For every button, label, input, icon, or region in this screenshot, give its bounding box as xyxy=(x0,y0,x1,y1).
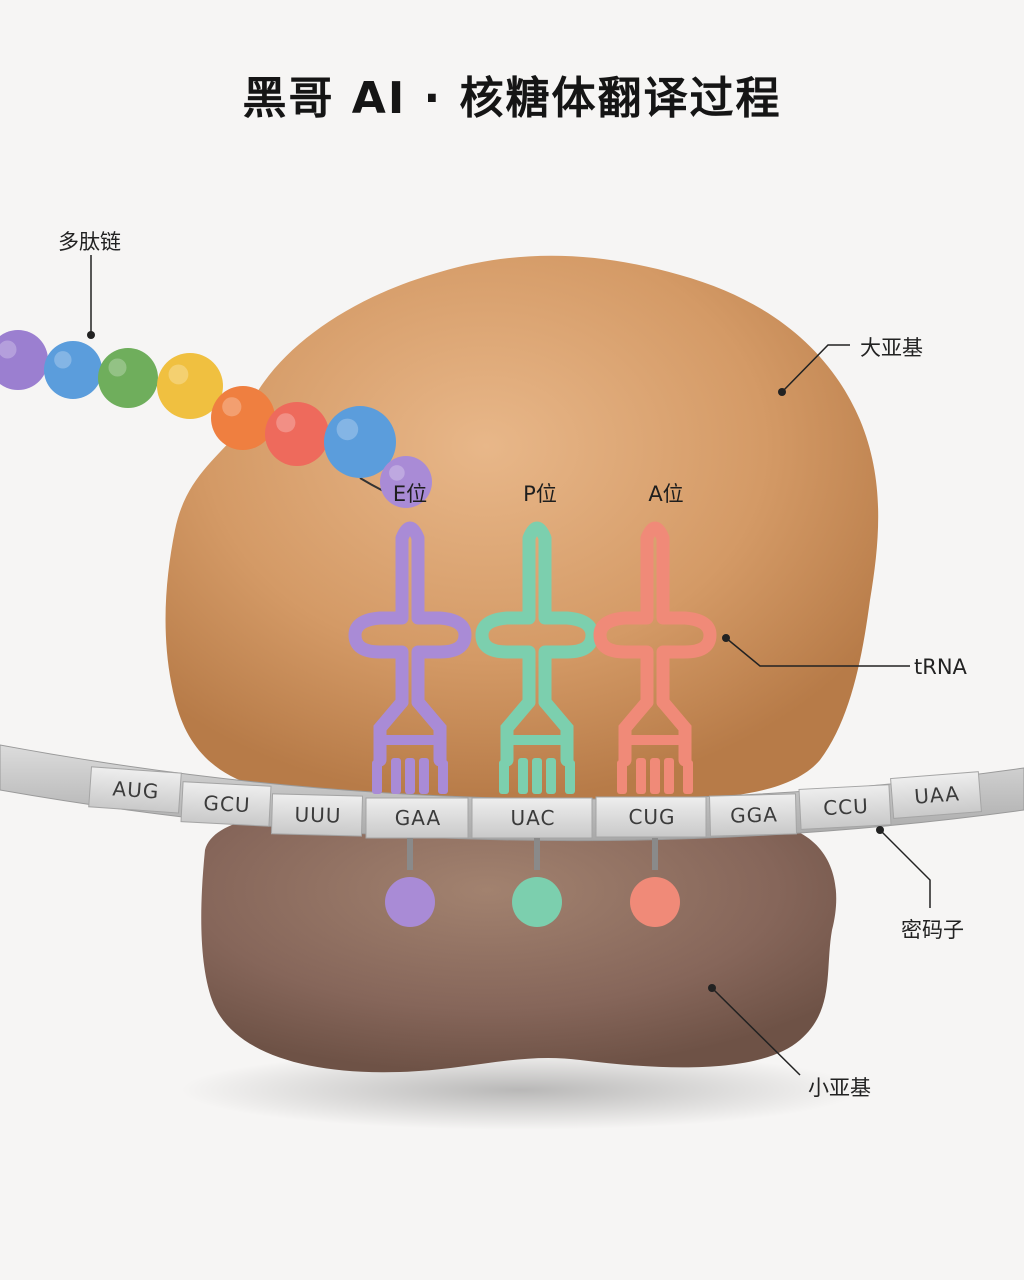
leader-large-subunit xyxy=(781,344,850,393)
amino-acid-bead xyxy=(324,406,396,478)
codon-label: CCU xyxy=(823,794,870,820)
amino-acid-bead xyxy=(157,353,223,419)
codon-label: CUG xyxy=(628,805,675,829)
site-a-label: A位 xyxy=(648,482,684,506)
codon-label: AUG xyxy=(112,776,160,803)
leader-dots xyxy=(87,331,884,992)
label-large-subunit: 大亚基 xyxy=(860,336,923,360)
amino-acid-bead xyxy=(98,348,158,408)
label-small-subunit: 小亚基 xyxy=(808,1076,871,1100)
ground-shadow xyxy=(180,1050,860,1130)
codon-gaa: GAA xyxy=(365,797,469,839)
label-trna: tRNA xyxy=(914,655,967,679)
polypeptide-chain xyxy=(0,330,432,508)
codon-label: GCU xyxy=(203,791,251,817)
trna-p-site xyxy=(475,521,599,927)
codon-row: AUG GCU UUU GAA UAC CUG GGA CCU UAA xyxy=(88,766,982,839)
codon-gcu: GCU xyxy=(180,781,272,827)
amino-acid-bead xyxy=(211,386,275,450)
site-p-label: P位 xyxy=(523,482,557,506)
codon-ccu: CCU xyxy=(798,784,892,830)
amino-acid-bead xyxy=(44,341,102,399)
page-title: 黑哥 AI · 核糖体翻译过程 xyxy=(242,73,782,124)
codon-aug: AUG xyxy=(88,766,182,814)
small-subunit xyxy=(201,812,837,1073)
codon-uaa: UAA xyxy=(890,771,982,820)
leader-small-subunit xyxy=(711,987,801,1076)
large-subunit xyxy=(165,255,879,801)
codon-label: UUU xyxy=(294,802,342,827)
codon-label: GGA xyxy=(730,802,778,827)
amino-acid-bead xyxy=(380,456,432,508)
trna-e-site xyxy=(348,521,472,927)
site-e-label: E位 xyxy=(392,482,428,506)
codon-label: UAA xyxy=(913,781,960,809)
trna-group xyxy=(348,521,717,927)
leader-lines xyxy=(90,255,931,1076)
leader-trna xyxy=(725,637,910,667)
label-polypeptide: 多肽链 xyxy=(58,230,121,254)
codon-cug: CUG xyxy=(595,796,707,838)
amino-acid-bead xyxy=(265,402,329,466)
leader-codon xyxy=(879,829,931,908)
codon-gga: GGA xyxy=(708,793,798,837)
codon-label: GAA xyxy=(395,806,441,830)
codon-uuu: UUU xyxy=(270,793,364,837)
trna-a-site xyxy=(593,521,717,927)
codon-uac: UAC xyxy=(471,797,593,839)
codon-label: UAC xyxy=(511,806,556,830)
label-codon: 密码子 xyxy=(901,918,964,942)
amino-acid-bead xyxy=(0,330,48,390)
